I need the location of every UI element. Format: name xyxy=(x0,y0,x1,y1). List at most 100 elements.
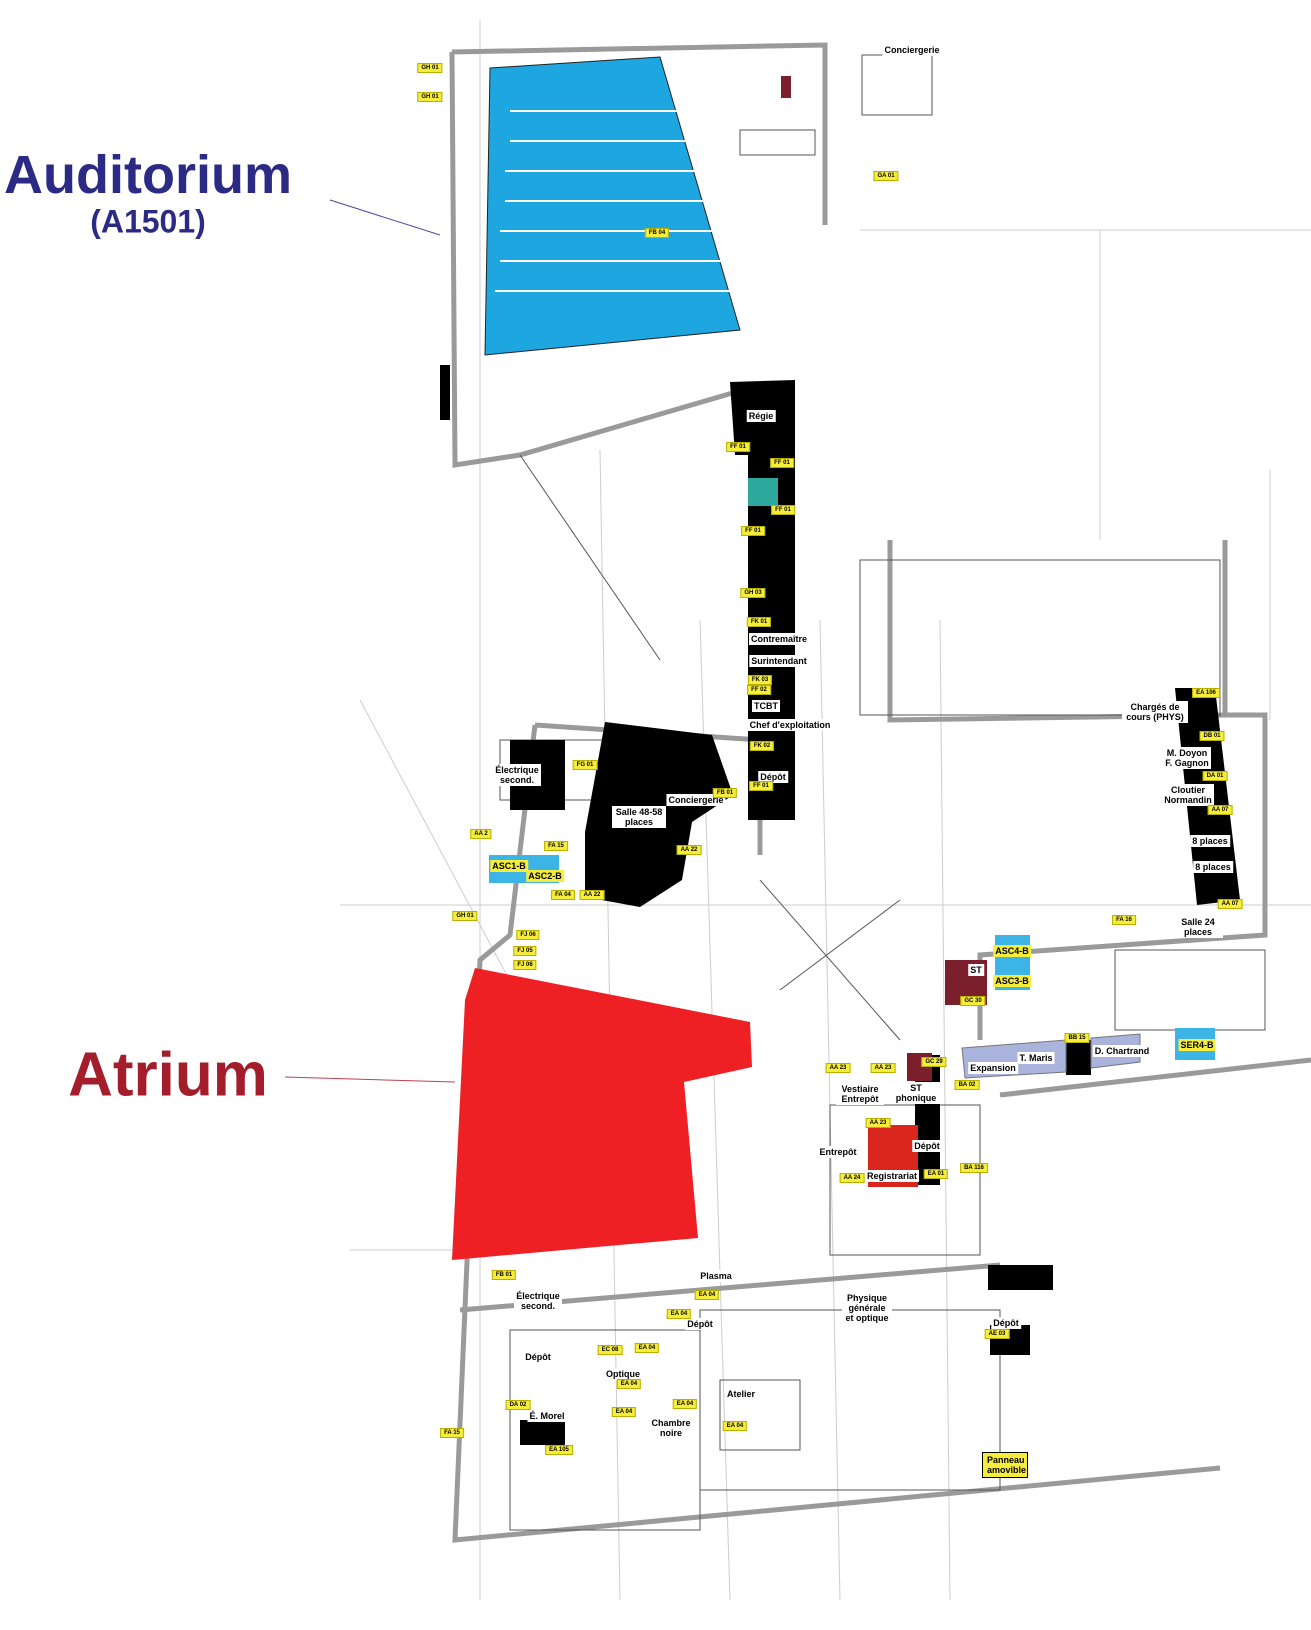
room-t-maris: T. Maris xyxy=(1017,1052,1055,1064)
room-tag: GH 03 xyxy=(740,588,766,598)
room-tag: BA 02 xyxy=(954,1080,980,1090)
room-tag: AA 23 xyxy=(825,1063,851,1073)
room-tag: EA 04 xyxy=(666,1309,692,1319)
room-tag: AA 23 xyxy=(870,1063,896,1073)
auditorium-area[interactable] xyxy=(484,56,741,356)
room-tag: AA 23 xyxy=(865,1118,891,1128)
room-tag: GH 01 xyxy=(452,911,478,921)
grid-lines xyxy=(340,20,1311,1601)
restroom-area xyxy=(748,478,778,506)
room-atelier: Atelier xyxy=(724,1388,758,1400)
room-entrepot: Entrepôt xyxy=(817,1146,859,1158)
room-tag: DB 01 xyxy=(1199,731,1225,741)
room-vestiaire-entrepot: Vestiaire Entrepôt xyxy=(836,1083,884,1105)
room-tag: FA 15 xyxy=(440,1428,464,1438)
room-tag: BA 116 xyxy=(960,1163,988,1173)
room-tag: EA 04 xyxy=(616,1379,642,1389)
room-tag: FF 01 xyxy=(749,781,773,791)
room-cloutier-normandin: Cloutier Normandin xyxy=(1162,784,1214,806)
room-depot-registrariat: Dépôt xyxy=(912,1140,942,1152)
room-st: ST xyxy=(968,964,984,976)
room-charges-de-cours: Chargés de cours (PHYS) xyxy=(1122,701,1188,723)
room-tag: FG 01 xyxy=(572,760,598,770)
room-tag: FF 01 xyxy=(726,442,750,452)
room-tag: EC 08 xyxy=(597,1345,623,1355)
panneau-amovible-note: Panneau amovible xyxy=(982,1452,1028,1478)
room-electrique-second-bottom: Électrique second. xyxy=(514,1290,562,1312)
room-tag: EA 04 xyxy=(722,1421,748,1431)
room-tag: EA 04 xyxy=(694,1290,720,1300)
room-contremaitre: Contremaître xyxy=(748,633,810,645)
room-tag: EA 04 xyxy=(672,1399,698,1409)
elevator-asc4: ASC4-B xyxy=(993,945,1031,957)
room-plasma: Plasma xyxy=(698,1270,734,1282)
room-tag: BB 15 xyxy=(1064,1033,1090,1043)
room-tag: FF 02 xyxy=(747,685,771,695)
room-doyon-gagnon: M. Doyon F. Gagnon xyxy=(1163,747,1211,769)
room-tag: GH 01 xyxy=(417,63,443,73)
auditorium-callout-title: Auditorium xyxy=(4,145,292,205)
room-8-places-b: 8 places xyxy=(1193,861,1233,873)
room-tag: DA 01 xyxy=(1202,771,1228,781)
room-tag: AA 24 xyxy=(839,1173,865,1183)
room-tag: FK 03 xyxy=(747,675,773,685)
elevator-asc1: ASC1-B xyxy=(490,860,528,872)
room-tag: GA 01 xyxy=(873,171,899,181)
room-tag: AA 07 xyxy=(1217,899,1243,909)
room-tag: EA 04 xyxy=(634,1343,660,1353)
room-tag: FJ 06 xyxy=(513,960,537,970)
room-salle-24: Salle 24 places xyxy=(1173,916,1223,938)
atrium-leader-line xyxy=(284,1076,456,1083)
room-depot-middle: Dépôt xyxy=(685,1318,715,1330)
room-regie: Régie xyxy=(746,410,776,422)
room-tag: FK 01 xyxy=(746,617,772,627)
room-8-places-a: 8 places xyxy=(1190,835,1230,847)
interior-walls xyxy=(499,54,1266,1531)
room-tag: FF 01 xyxy=(770,458,794,468)
room-optique: Optique xyxy=(604,1368,642,1380)
room-chambre-noire: Chambre noire xyxy=(649,1417,693,1439)
room-tag: FB 04 xyxy=(644,228,670,238)
room-tcbt: TCBT xyxy=(752,700,780,712)
room-tag: FA 16 xyxy=(1112,915,1136,925)
room-tag: EA 04 xyxy=(611,1407,637,1417)
room-expansion: Expansion xyxy=(968,1062,1018,1074)
room-surintendant: Surintendant xyxy=(749,655,809,667)
room-tag: FB 01 xyxy=(491,1270,517,1280)
room-tag: FB 01 xyxy=(712,788,738,798)
maroon-room xyxy=(781,76,791,98)
room-tag: AA 07 xyxy=(1207,805,1233,815)
elevator-asc2: ASC2-B xyxy=(526,870,564,882)
room-registrariat: Registrariat xyxy=(864,1170,920,1182)
room-conciergerie-mid: Conciergerie xyxy=(666,794,726,806)
room-salle-48-58: Salle 48-58 places xyxy=(612,806,666,828)
room-tag: DA 02 xyxy=(505,1400,531,1410)
atrium-area[interactable] xyxy=(452,968,752,1260)
room-ser4-b: SER4-B xyxy=(1178,1039,1216,1051)
room-electrique-second: Électrique second. xyxy=(493,764,541,786)
room-tag: FF 01 xyxy=(771,505,795,515)
room-tag: EA 01 xyxy=(923,1169,949,1179)
room-tag: GC 30 xyxy=(960,996,986,1006)
room-conciergerie: Conciergerie xyxy=(882,44,942,56)
room-tag: EA 106 xyxy=(1192,688,1220,698)
room-chef-exploitation: Chef d'exploitation xyxy=(747,719,833,731)
room-st-phonique: ST phonique xyxy=(892,1082,940,1104)
room-tag: FK 02 xyxy=(749,741,775,751)
room-tag: AA 22 xyxy=(579,890,605,900)
room-tag: GH 01 xyxy=(417,92,443,102)
room-tag: FJ 05 xyxy=(513,946,537,956)
room-tag: AA 22 xyxy=(676,845,702,855)
atrium-callout-title: Atrium xyxy=(68,1040,268,1110)
elevator-asc3: ASC3-B xyxy=(993,975,1031,987)
auditorium-leader-line xyxy=(329,199,441,236)
room-physique-generale: Physique générale et optique xyxy=(842,1292,892,1324)
room-tag: GC 29 xyxy=(921,1057,947,1067)
auditorium-seating xyxy=(495,110,730,292)
room-tag: AE 03 xyxy=(984,1329,1010,1339)
room-tag: FJ 06 xyxy=(516,930,540,940)
room-tag: FA 04 xyxy=(551,890,575,900)
room-depot: Dépôt xyxy=(758,771,788,783)
room-tag: AA 2 xyxy=(470,829,492,839)
